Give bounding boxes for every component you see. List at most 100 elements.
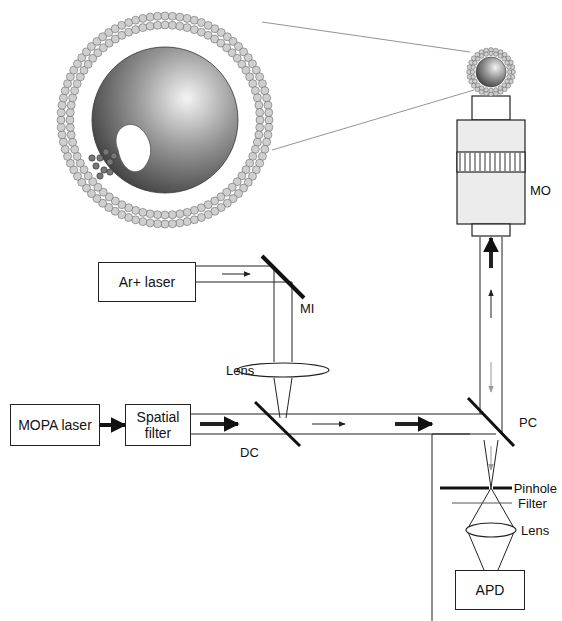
lipid-bead <box>470 70 474 74</box>
lipid-bead <box>255 131 263 139</box>
lipid-bead <box>476 57 480 61</box>
lipid-bead <box>507 70 511 74</box>
lipid-bead <box>502 57 506 61</box>
beam-arrow <box>100 423 125 427</box>
lipid-bead <box>154 21 162 29</box>
lipid-bead <box>58 101 66 109</box>
lipid-bead <box>507 75 511 79</box>
lipid-bead <box>502 83 506 87</box>
lipid-bead <box>480 54 484 58</box>
lipid-bead <box>176 210 184 218</box>
lipid-bead <box>154 220 162 228</box>
lipid-bead <box>67 131 75 139</box>
pinhole <box>440 487 512 490</box>
lipid-bead <box>66 109 74 117</box>
component-box: Ar+ laser <box>98 262 196 302</box>
box-label: Spatial filter <box>131 409 185 441</box>
part-label: Filter <box>518 497 547 510</box>
lipid-bead <box>69 138 77 146</box>
filter <box>452 502 512 503</box>
molecule-bead <box>103 149 109 155</box>
lipid-bead <box>253 94 261 102</box>
lipid-bead <box>190 16 198 24</box>
lipid-bead <box>168 220 176 228</box>
lipid-bead <box>69 94 77 102</box>
lipid-bead <box>473 61 477 65</box>
component-box: Spatial filter <box>125 404 191 446</box>
lipid-bead <box>161 220 169 228</box>
lipid-bead <box>505 79 509 83</box>
knurling <box>460 153 520 171</box>
lipid-bead <box>484 88 488 92</box>
part-label: Lens <box>226 364 254 377</box>
beamsplitter-pc <box>468 398 514 446</box>
lipid-bead <box>255 101 263 109</box>
cell-on-objective <box>467 48 516 97</box>
component-box: APD <box>455 570 525 610</box>
lipid-bead <box>476 83 480 87</box>
component-box: MOPA laser <box>10 404 100 446</box>
lipid-bead <box>484 52 488 56</box>
part-label: Pinhole <box>514 482 557 495</box>
lipid-bead <box>125 19 133 27</box>
lipid-bead <box>168 21 176 29</box>
lipid-bead <box>66 123 74 131</box>
lipid-bead <box>265 123 273 131</box>
lipid-bead <box>502 87 507 92</box>
lipid-bead <box>494 52 498 56</box>
lipid-bead <box>489 51 493 55</box>
lipid-bead <box>264 101 272 109</box>
lipid-bead <box>139 24 147 32</box>
cell-closeup <box>57 12 273 228</box>
lipid-bead <box>183 14 191 22</box>
box-label: APD <box>476 582 505 598</box>
molecule-bead <box>97 155 103 161</box>
box-label: MOPA laser <box>18 417 92 433</box>
part-label: MO <box>530 184 551 197</box>
lipid-bead <box>480 86 484 90</box>
lipid-bead <box>475 52 480 57</box>
lipid-bead <box>256 116 264 124</box>
lipid-bead <box>471 75 475 79</box>
lipid-bead <box>498 86 502 90</box>
lipid-bead <box>265 116 273 124</box>
part-label: DC <box>240 446 259 459</box>
lipid-bead <box>256 109 264 117</box>
lipid-bead <box>263 94 271 102</box>
molecule-bead <box>93 163 99 169</box>
lipid-bead <box>253 138 261 146</box>
lipid-bead <box>146 13 154 21</box>
lipid-bead <box>494 88 498 92</box>
molecule-bead <box>89 155 95 161</box>
lipid-bead <box>498 54 502 58</box>
molecule-bead <box>111 153 117 159</box>
lipid-bead <box>146 22 154 30</box>
lipid-bead <box>132 216 140 224</box>
lipid-bead <box>251 87 259 95</box>
lipid-bead <box>132 26 140 34</box>
part-label: MI <box>300 302 314 315</box>
lipid-bead <box>261 145 269 153</box>
lipid-bead <box>473 79 477 83</box>
lipid-bead <box>176 13 184 21</box>
main-beam <box>191 414 496 434</box>
lipid-bead <box>67 101 75 109</box>
lipid-bead <box>59 94 67 102</box>
lipid-bead <box>132 16 140 24</box>
lipid-bead <box>57 116 65 124</box>
lipid-bead <box>264 131 272 139</box>
lipid-bead <box>258 80 266 88</box>
molecule-bead <box>107 169 113 175</box>
lipid-bead <box>190 206 198 214</box>
molecule-bead <box>101 167 107 173</box>
lipid-bead <box>146 219 154 227</box>
lipid-bead <box>58 131 66 139</box>
lens-lower <box>466 523 516 537</box>
lipid-bead <box>154 211 162 219</box>
lipid-bead <box>261 87 269 95</box>
lipid-bead <box>154 12 162 20</box>
lipid-bead <box>505 61 509 65</box>
argon-beam <box>196 266 292 418</box>
